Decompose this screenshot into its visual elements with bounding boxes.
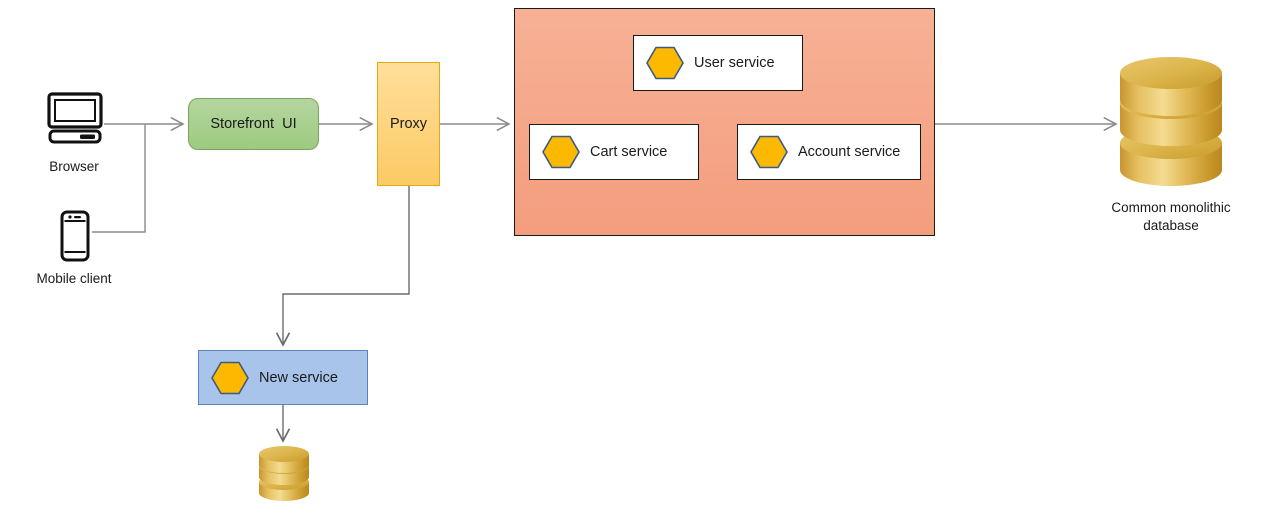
client-label-browser: Browser — [49, 159, 99, 174]
service-node-account[interactable]: Account service — [737, 124, 921, 180]
service-label-cart: Cart service — [590, 144, 668, 160]
database-label-monolith: Common monolithic database — [1111, 200, 1231, 233]
service-node-cart[interactable]: Cart service — [529, 124, 699, 180]
desktop-computer-icon — [47, 92, 103, 144]
database-cylinder-icon — [259, 446, 309, 501]
storefront-ui-label: Storefront UI — [210, 116, 297, 132]
proxy-node[interactable]: Proxy — [377, 62, 440, 186]
service-label-user: User service — [694, 55, 775, 71]
connector-mobile-to-storefront — [92, 124, 146, 233]
proxy-label: Proxy — [389, 116, 428, 132]
database-cylinder-icon — [1120, 57, 1222, 186]
storefront-ui-node[interactable]: Storefront UI — [188, 98, 319, 150]
client-label-mobile: Mobile client — [36, 271, 112, 286]
new-service-node[interactable]: New service — [198, 350, 368, 405]
hexagon-service-icon — [646, 46, 684, 80]
connector-proxy-to-new-service — [275, 186, 410, 347]
new-service-label: New service — [259, 369, 338, 386]
hexagon-service-icon — [211, 361, 249, 394]
hexagon-service-icon — [542, 135, 580, 169]
service-node-user[interactable]: User service — [633, 35, 803, 91]
hexagon-service-icon — [750, 135, 788, 169]
smartphone-icon — [60, 210, 90, 262]
service-label-account: Account service — [798, 144, 901, 160]
